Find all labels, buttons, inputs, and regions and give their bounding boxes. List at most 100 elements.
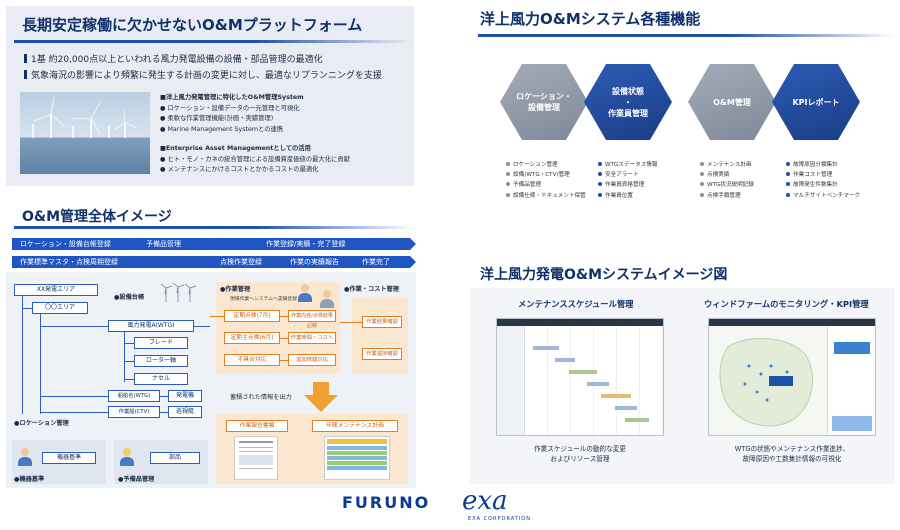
platform-bullet-1: 1基 約20,000点以上といわれる風力発電設備の設備・部品管理の最適化 [24,52,323,65]
equipment-standard-box: 機器基準 [42,452,96,464]
monitoring-heading: ウィンドファームのモニタリング・KPI管理 [704,299,869,309]
feature-heading: ■Enterprise Asset Managementとしての活用 [160,145,311,152]
vessel-type-patrol: 巡視艇 [168,406,202,418]
hex-oam-management: O&M管理 [688,64,776,140]
feature-item: ● 柔軟な作業管理機能(計画・実績管理) [160,115,274,122]
flow-step: 作業完了 [354,256,416,268]
equipment-nacelle: ナセル [134,373,188,385]
connector-line [194,326,210,327]
location-management-label: ●ロケーション管理 [14,420,69,427]
function-list-oam: メンテナンス計画 点検実績 WTG状況説明記録 点検手順管理 [700,160,754,201]
system-image-title: 洋上風力発電O&Mシステムイメージ図 [480,267,728,283]
feature-item: ● ヒト・モノ・カネの統合管理による設備資産価値の最大化に貢献 [160,155,350,163]
title-underline [14,40,412,43]
function-item: 予備品管理 [506,180,586,190]
vessel-wtg: 船舶名(WTG) [108,390,160,402]
hex-location-equipment: ロケーション・ 設備管理 [500,64,588,140]
tree-line [40,314,41,414]
function-item: ロケーション管理 [506,160,586,170]
cost-progress-check: 作業進捗確認 [362,348,402,360]
flow-step: 作業標準マスタ・点検周期登録 [12,256,218,268]
work-management-label: ●作業管理 [220,286,251,293]
spare-parts-label: ●予備品管理 [118,476,155,483]
feature-item: ● ロケーション・設備データの一元管理と可視化 [160,104,300,112]
function-list-kpi: 故障原因分類集計 作業コスト管理 故障発生件数集計 マルチサイトベンチマーク [786,160,860,201]
offshore-turbine-photo [20,92,150,174]
schedule-caption: 作業スケジュールの動的な変更 およびリソース管理 [534,445,626,463]
work-record: 作業内容/点検結果記録 [288,310,336,329]
output-label: 蓄積された情報を出力 [230,394,292,401]
tree-line [124,343,134,344]
spare-parts-box: 部品 [150,452,200,464]
tree-line [124,379,134,380]
function-item: WTGステータス情報 [598,160,657,170]
tree-line [22,308,32,309]
flow-step: 作業登録/実績・完了登録 [208,238,416,250]
function-item: 点検実績 [700,170,754,180]
cost-result-check: 作業結果確認 [362,316,402,328]
function-item: 作業コスト管理 [786,170,860,180]
tree-line [22,296,23,414]
down-arrow-icon [304,382,338,412]
worker-helmet-icon [120,448,134,466]
engineer-icon [18,448,32,466]
maintenance-plan-thumbnail [324,436,390,480]
cost-panel [352,298,408,374]
function-item: 作業員資格管理 [598,180,657,190]
vessel-type-generator: 発電機 [168,390,202,402]
tree-line [40,396,108,397]
tree-line [160,412,168,413]
equipment-standard-label: ●機器基準 [14,476,45,483]
cost-management-label: ●作業・コスト管理 [344,286,399,293]
function-item: 故障原因分類集計 [786,160,860,170]
feature-item: ● メンテナンスにかけるコストとかかるコストの最適化 [160,166,319,173]
feature-heading: ■洋上風力発電管理に特化したO&M管理System [160,94,304,101]
manager-icon [320,290,334,308]
output-annual-plan: 年間メンテナンス計画 [312,420,398,432]
function-item: メンテナンス計画 [700,160,754,170]
feature-group-eam: ■Enterprise Asset Managementとしての活用 ● ヒト・… [160,144,350,176]
function-item: WTG状況説明記録 [700,180,754,190]
function-list-location: ロケーション管理 設備(WTG・CTV)管理 予備品管理 設備仕様・ドキュメント… [506,160,586,201]
platform-title: 長期安定稼働に欠かせないO&Mプラットフォーム [22,16,363,34]
area-box: 〇〇エリア [32,302,88,314]
work-additional-repair: 追加修繕対応 [288,354,336,366]
function-item: 故障発生件数集計 [786,180,860,190]
tree-line [124,332,125,382]
report-document-thumbnail [234,436,278,480]
functions-title: 洋上風力O&Mシステム各種機能 [480,10,701,28]
tree-line [124,361,134,362]
equipment-ledger-label: ●設備台帳 [114,294,145,301]
vessel-ctv: 作業船(CTV) [108,406,160,418]
equipment-wtg: 風力発電A(WTG) [108,320,194,332]
tree-line [40,412,108,413]
area-box: XX発電エリア [14,284,98,296]
platform-bullet-2: 気象海況の影響により頻繁に発生する計画の変更に対し、最適なリプランニングを支援 [24,68,382,81]
overview-title: O&M管理全体イメージ [22,209,172,225]
work-time-cost: 作業時間・コスト [288,332,336,344]
connector-line [340,322,362,323]
flow-step: ロケーション・設備台帳登録 [12,238,136,250]
tree-line [40,326,108,327]
function-item: 設備(WTG・CTV)管理 [506,170,586,180]
feature-item: ● Marine Management Systemとの連携 [160,125,284,133]
exa-logo-subtitle: EXA CORPORATION [468,516,531,522]
hex-kpi-report: KPIレポート [772,64,860,140]
exa-logo: exa [462,486,508,516]
work-periodic-inspection: 定期点検(7月) [224,310,280,322]
function-list-status: WTGステータス情報 安全アラート 作業員資格管理 作業員位置 [598,160,657,201]
flow-step: 予備品管理 [130,238,214,250]
tree-line [160,396,168,397]
function-item: 点検手順管理 [700,191,754,201]
flow-step: 作業の実績報告 [282,256,360,268]
connector-line [280,360,288,361]
equipment-rotor: ローター軸 [134,355,188,367]
connector-line [280,316,288,317]
turbine-icons [158,282,198,302]
function-item: マルチサイトベンチマーク [786,191,860,201]
function-item: 設備仕様・ドキュメント保管 [506,191,586,201]
furuno-logo: FURUNO [342,493,431,512]
connector-line [280,338,288,339]
equipment-blade: ブレード [134,337,188,349]
work-sub-label: 現場作業へシステムへ実績登録 [230,297,298,302]
